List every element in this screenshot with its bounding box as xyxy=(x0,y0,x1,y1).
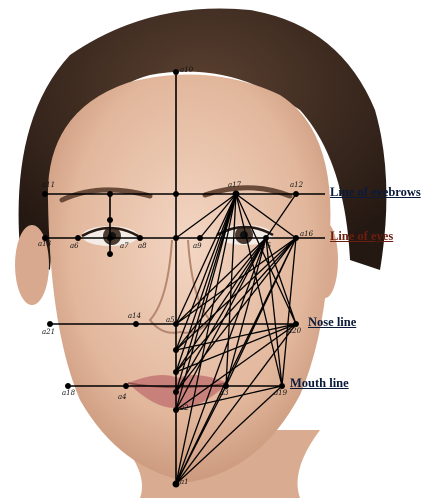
point-label-a8: a8 xyxy=(138,242,147,250)
point-chin-2 xyxy=(173,369,179,375)
point-nose-left xyxy=(47,321,53,327)
point-label-a21: a21 xyxy=(42,328,55,336)
point-label-a19: a19 xyxy=(274,389,287,397)
point-a1 xyxy=(173,481,180,488)
point-chin-1 xyxy=(173,347,179,353)
point-label-a2: a2 xyxy=(180,404,189,412)
point-label-a10: a10 xyxy=(180,66,193,74)
label-nose-line: Nose line xyxy=(308,315,356,330)
point-label-a18: a18 xyxy=(62,389,75,397)
point-eyebrow-center xyxy=(173,191,179,197)
label-line-of-eyes: Line of eyes xyxy=(330,229,393,244)
point-a10 xyxy=(173,69,179,75)
label-line-of-eyebrows: Line of eyebrows xyxy=(330,185,421,200)
point-eye-a8 xyxy=(137,235,143,241)
point-label-a9: a9 xyxy=(193,242,202,250)
point-label-a17: a17 xyxy=(228,181,241,189)
point-mouth-a4 xyxy=(123,383,129,389)
point-a15 xyxy=(263,235,269,241)
point-eye-a7 xyxy=(75,235,81,241)
point-eyebrow-left xyxy=(42,191,48,197)
point-label-a4: a4 xyxy=(118,393,127,401)
point-label-a3: a3 xyxy=(220,389,229,397)
point-chin-3 xyxy=(173,407,179,413)
point-eye-upper xyxy=(107,217,113,223)
point-eye-center xyxy=(173,235,179,241)
point-a16 xyxy=(293,235,299,241)
point-label-a12: a12 xyxy=(290,181,303,189)
point-label-a5: a5 xyxy=(166,316,175,324)
label-mouth-line: Mouth line xyxy=(290,376,349,391)
point-label-a16: a16 xyxy=(300,230,313,238)
point-eye-lower xyxy=(107,251,113,257)
point-eye-mid xyxy=(107,235,113,241)
point-a17 xyxy=(233,191,240,198)
point-nose-mid xyxy=(133,321,139,327)
point-label-a15: a15 xyxy=(258,242,271,250)
point-eyebrow-right xyxy=(293,191,299,197)
point-mouth-center xyxy=(173,389,179,395)
point-label-a6: a6 xyxy=(70,242,79,250)
point-eye-a1 xyxy=(197,235,203,241)
point-label-a13: a13 xyxy=(38,240,51,248)
point-label-a11: a11 xyxy=(42,181,55,189)
point-label-a20: a20 xyxy=(288,327,301,335)
point-label-a7: a7 xyxy=(120,242,129,250)
point-eyebrow-mid xyxy=(107,191,113,197)
point-label-a14: a14 xyxy=(128,312,141,320)
point-label-a1: a1 xyxy=(180,478,189,486)
